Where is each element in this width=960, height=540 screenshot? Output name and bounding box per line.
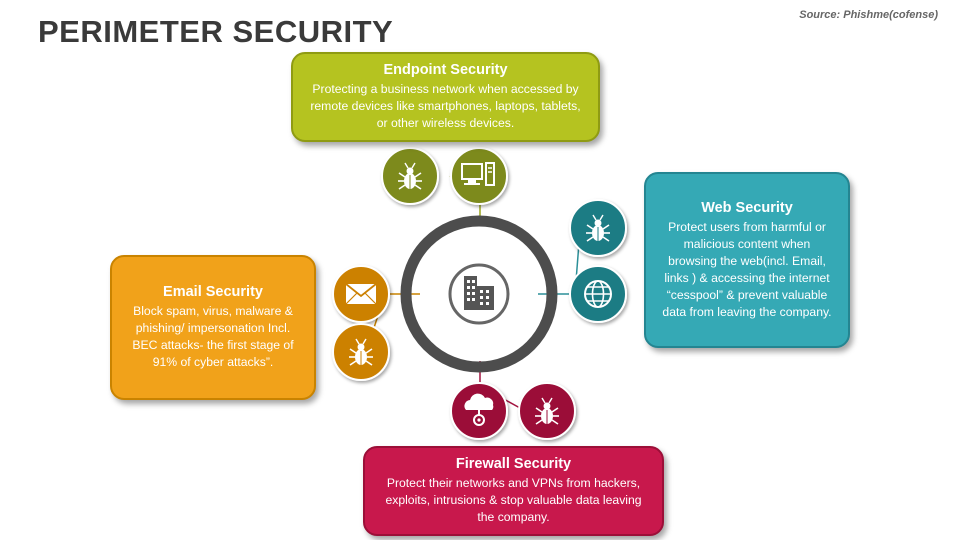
web-security-text: Protect users from harmful or malicious …: [662, 219, 832, 319]
endpoint-security-card: Endpoint Security Protecting a business …: [291, 52, 600, 142]
endpoint-bug-icon: [381, 147, 439, 205]
central-ring: [400, 215, 558, 373]
email-security-text: Block spam, virus, malware & phishing/ i…: [132, 304, 294, 369]
endpoint-security-title: Endpoint Security: [383, 62, 508, 78]
envelope-icon: [332, 265, 390, 323]
email-bug-icon: [332, 323, 390, 381]
web-security-card: Web Security Protect users from harmful …: [644, 172, 850, 348]
firewall-security-text: Protect their networks and VPNs from hac…: [385, 476, 642, 524]
desktop-computer-icon: [450, 147, 508, 205]
globe-icon: [569, 265, 627, 323]
cloud-gear-icon: [450, 382, 508, 440]
email-security-title: Email Security: [163, 284, 263, 300]
web-security-title: Web Security: [701, 199, 793, 216]
firewall-security-title: Firewall Security: [455, 456, 572, 472]
endpoint-security-text: Protecting a business network when acces…: [310, 82, 581, 130]
firewall-security-card: Firewall Security Protect their networks…: [363, 446, 664, 536]
page-title: PERIMETER SECURITY: [38, 14, 394, 49]
building-icon: [464, 276, 494, 310]
firewall-bug-icon: [518, 382, 576, 440]
email-security-card: Email Security Block spam, virus, malwar…: [110, 255, 316, 400]
web-bug-icon: [569, 199, 627, 257]
source-note: Source: Phishme(cofense): [799, 9, 938, 21]
